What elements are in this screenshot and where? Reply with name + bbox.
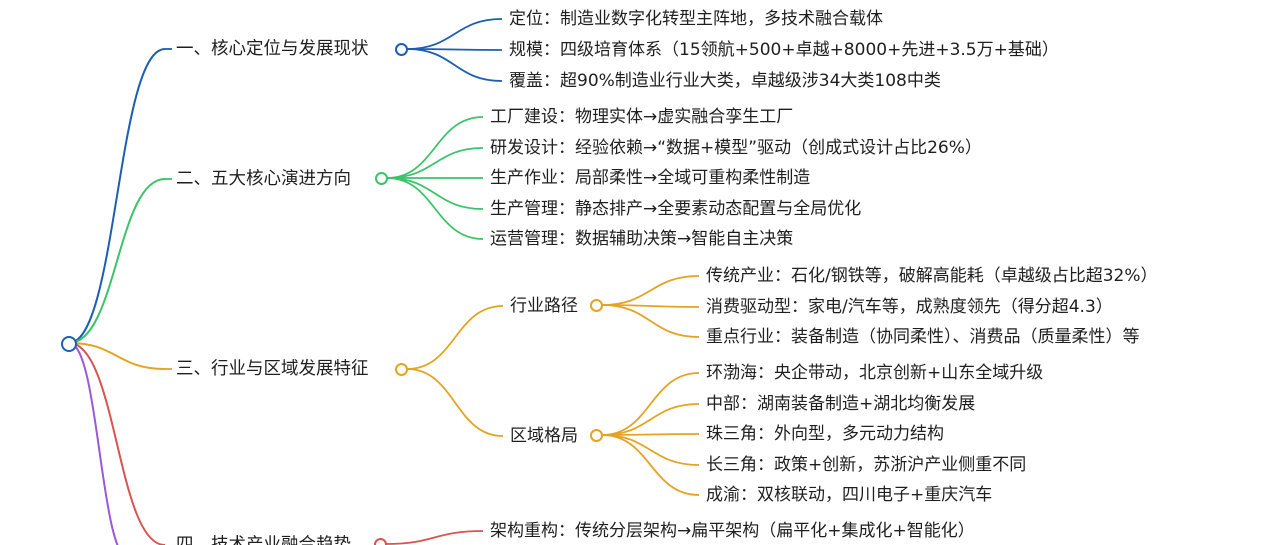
branch-3-sub-2-toggle-icon[interactable] <box>590 429 603 442</box>
edge-branch-3-sub-2-item-4 <box>601 434 700 466</box>
edge-branch-2-item-1 <box>386 116 484 179</box>
root-node[interactable] <box>61 336 77 352</box>
edge-branch-3-sub-2 <box>406 368 504 437</box>
edge-branch-1-item-1 <box>406 18 503 50</box>
branch-1-label[interactable]: 一、核心定位与发展现状 <box>172 38 373 60</box>
edge-branch-2-item-5 <box>386 177 484 240</box>
branch-4-toggle-icon[interactable] <box>374 538 387 545</box>
branch-3-sub-2-label[interactable]: 区域格局 <box>506 425 582 447</box>
branch-3-sub-1-toggle-icon[interactable] <box>590 299 603 312</box>
branch-3-sub-1-item-1[interactable]: 传统产业：石化/钢铁等，破解高能耗（卓越级占比超32%） <box>702 265 1162 287</box>
branch-3-sub-2-item-5[interactable]: 成渝：双核联动，四川电子+重庆汽车 <box>702 484 997 506</box>
branch-3-toggle-icon[interactable] <box>395 363 408 376</box>
edge-branch-3-sub-2-item-5 <box>601 434 700 496</box>
edge-branch-2-item-2 <box>386 147 484 179</box>
edge-root-branch-4 <box>68 342 166 545</box>
branch-1-item-3[interactable]: 覆盖：超90%制造业行业大类，卓越级涉34大类108中类 <box>505 70 945 92</box>
branch-2-item-5[interactable]: 运营管理：数据辅助决策→智能自主决策 <box>486 228 798 250</box>
branch-3-sub-1-label[interactable]: 行业路径 <box>506 295 582 317</box>
branch-1-item-1[interactable]: 定位：制造业数字化转型主阵地，多技术融合载体 <box>505 8 887 30</box>
branch-4-item-1[interactable]: 架构重构：传统分层架构→扁平架构（扁平化+集成化+智能化） <box>486 520 979 542</box>
branch-3-label[interactable]: 三、行业与区域发展特征 <box>172 358 373 380</box>
branch-3-sub-2-item-1[interactable]: 环渤海：央企带动，北京创新+山东全域升级 <box>702 362 1048 384</box>
edge-branch-4-item-1 <box>385 530 484 545</box>
branch-3-sub-2-item-3[interactable]: 珠三角：外向型，多元动力结构 <box>702 423 948 445</box>
branch-4-label[interactable]: 四、技术产业融合趋势 <box>172 534 355 545</box>
branch-3-sub-1-item-3[interactable]: 重点行业：装备制造（协同柔性）、消费品（质量柔性）等 <box>702 326 1144 348</box>
branch-3-sub-2-item-2[interactable]: 中部：湖南装备制造+湖北均衡发展 <box>702 393 980 415</box>
branch-1-item-2[interactable]: 规模：四级培育体系（15领航+500+卓越+8000+先进+3.5万+基础） <box>505 39 1063 61</box>
edge-branch-3-sub-2-item-1 <box>601 372 700 436</box>
branch-2-item-4[interactable]: 生产管理：静态排产→全要素动态配置与全局优化 <box>486 198 866 220</box>
branch-3-sub-1-item-2[interactable]: 消费驱动型：家电/汽车等，成熟度领先（得分超4.3） <box>702 296 1117 318</box>
edge-branch-3-sub-1 <box>406 305 504 370</box>
edge-branch-3-sub-1-item-3 <box>601 304 700 338</box>
branch-3-sub-2-item-4[interactable]: 长三角：政策+创新，苏浙沪产业侧重不同 <box>702 454 1031 476</box>
edge-root-branch-3 <box>68 342 166 370</box>
edge-branch-2-item-4 <box>386 177 484 210</box>
edge-branch-3-sub-1-item-1 <box>601 275 700 306</box>
branch-2-item-1[interactable]: 工厂建设：物理实体→虚实融合孪生工厂 <box>486 106 798 128</box>
edge-root-branch-2 <box>68 178 166 344</box>
edge-branch-1-item-3 <box>406 48 503 82</box>
edge-root-branch-1 <box>68 48 166 344</box>
edge-branch-3-sub-2-item-2 <box>601 403 700 436</box>
edge-root-branch-5 <box>68 342 119 545</box>
branch-2-item-3[interactable]: 生产作业：局部柔性→全域可重构柔性制造 <box>486 167 815 189</box>
edge-branch-3-sub-2-item-3 <box>601 433 700 436</box>
branch-2-item-2[interactable]: 研发设计：经验依赖→“数据+模型”驱动（创成式设计占比26%） <box>486 137 986 159</box>
branch-1-toggle-icon[interactable] <box>395 43 408 56</box>
branch-2-toggle-icon[interactable] <box>375 172 388 185</box>
branch-2-label[interactable]: 二、五大核心演进方向 <box>172 168 355 190</box>
